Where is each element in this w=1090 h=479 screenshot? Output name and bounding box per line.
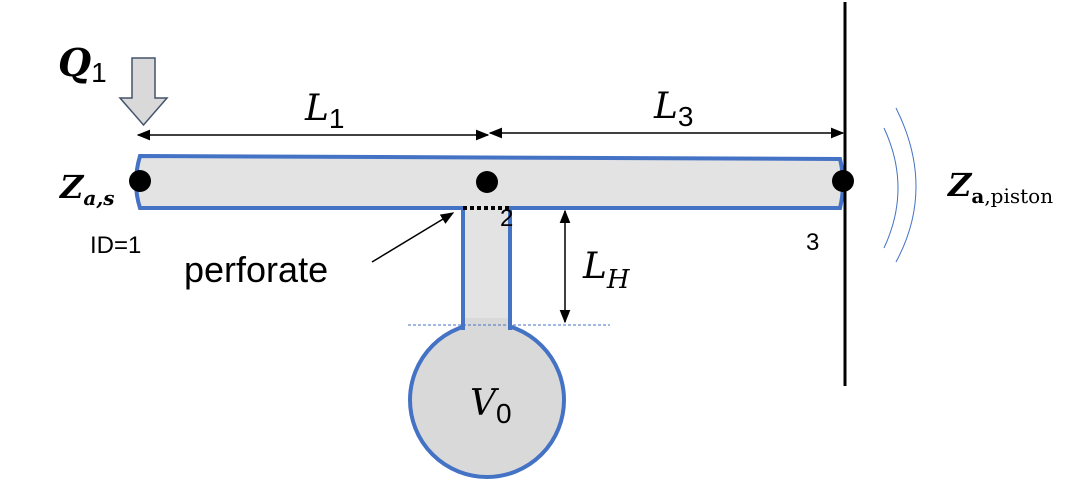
neck-junction [465, 318, 508, 334]
neck-pipe [462, 205, 511, 327]
length-l1-label: L1 [304, 88, 344, 134]
down-arrow-icon [118, 57, 169, 127]
node-1-dot [129, 170, 151, 192]
sound-wave-icon [883, 127, 899, 249]
perforate-pointer-arrow [371, 212, 455, 263]
volume-label: V0 [470, 383, 512, 429]
flow-label: Q1 [58, 40, 107, 88]
node-2-label: 2 [500, 205, 513, 232]
sound-wave-outer [895, 107, 917, 263]
length-lh-label: LH [582, 246, 631, 295]
perforate-label: perforate [184, 249, 328, 290]
source-impedance-label: Za,s [58, 168, 115, 210]
node-2-dot [476, 171, 498, 193]
node-3-label: 3 [806, 229, 819, 256]
length-l3-label: L3 [653, 86, 693, 132]
radiation-impedance-label: Za,piston [946, 166, 1053, 208]
node-3-dot [832, 170, 854, 192]
node-1-label: ID=1 [90, 232, 141, 259]
